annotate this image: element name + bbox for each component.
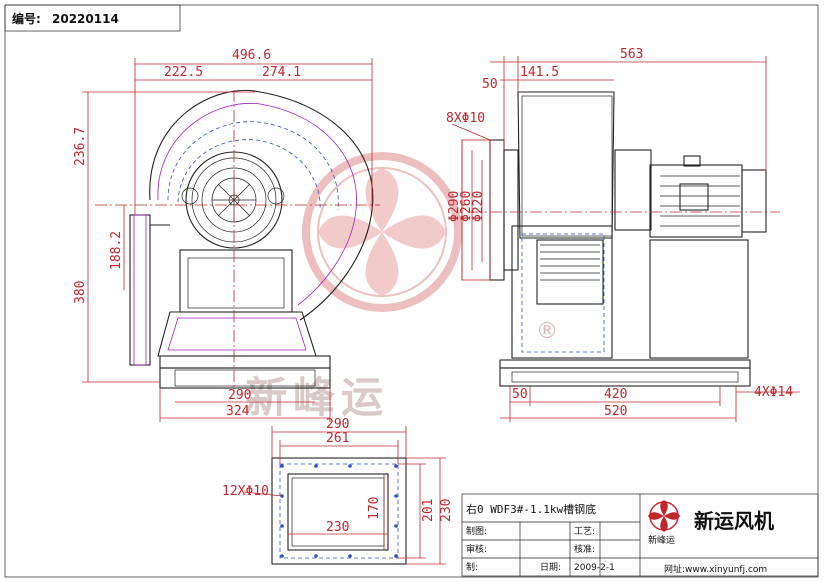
label-process: 工艺: bbox=[574, 526, 595, 537]
dim-front-height-upper: 236.7 bbox=[73, 127, 88, 166]
date-value: 2009-2-1 bbox=[574, 563, 615, 573]
watermark-text: 新峰运 bbox=[245, 373, 389, 422]
company-name: 新运风机 bbox=[694, 509, 774, 533]
outlet-dimensions: 290 261 12XΦ10 230 170 201 230 bbox=[222, 417, 454, 565]
dim-dia-inner: Φ220 bbox=[471, 191, 486, 222]
dim-outlet-inner-w: 230 bbox=[326, 520, 349, 535]
dim-dia-bolt: Φ260 bbox=[459, 191, 474, 222]
front-dimensions: 496.6 222.5 274.1 236.7 188.2 380 290 32… bbox=[73, 48, 373, 422]
code-value: 20220114 bbox=[52, 12, 119, 26]
dim-front-total-height: 380 bbox=[73, 281, 88, 304]
dim-base-holes: 4XΦ14 bbox=[754, 385, 793, 400]
registered-mark: ® bbox=[536, 319, 558, 344]
logo-caption: 新峰运 bbox=[648, 534, 675, 546]
outlet-flange-view bbox=[271, 457, 407, 565]
dim-outlet-outer-h: 230 bbox=[439, 499, 454, 522]
dim-side-total: 563 bbox=[620, 47, 643, 62]
dim-outlet-bolt-h: 201 bbox=[421, 499, 436, 522]
company-logo-icon bbox=[648, 500, 680, 532]
code-box bbox=[4, 4, 181, 32]
dim-outlet-height: 188.2 bbox=[109, 231, 124, 270]
dim-side-shell: 141.5 bbox=[520, 65, 559, 80]
dim-side-base-left: 50 bbox=[512, 387, 528, 402]
front-view bbox=[95, 89, 380, 390]
title-model: 右0 WDF3#-1.1kw槽钢底 bbox=[466, 502, 596, 516]
side-dimensions: 563 50 141.5 8XΦ10 Φ290 Φ260 Φ220 50 420… bbox=[446, 47, 800, 422]
dim-outlet-holes: 12XΦ10 bbox=[222, 484, 269, 499]
label-drawn: 制图: bbox=[466, 525, 487, 537]
label-draw: 制: bbox=[466, 561, 478, 573]
dim-side-base-mid: 420 bbox=[604, 387, 627, 402]
dim-base-inner: 290 bbox=[228, 388, 251, 403]
label-date: 日期: bbox=[540, 562, 561, 573]
dim-side-base-total: 520 bbox=[604, 404, 627, 419]
label-checked: 审核: bbox=[466, 543, 487, 555]
sheet-border bbox=[4, 4, 819, 578]
dim-front-right-width: 274.1 bbox=[262, 65, 301, 80]
title-block: 右0 WDF3#-1.1kw槽钢底 制图: 审核: 制: 工艺: 核准: 日期:… bbox=[461, 493, 819, 577]
website: 网址:www.xinyunfj.com bbox=[664, 563, 767, 575]
dim-base-outer: 324 bbox=[226, 404, 250, 419]
dim-outlet-bolt-w: 261 bbox=[326, 431, 349, 446]
dim-outlet-outer-w: 290 bbox=[326, 417, 349, 432]
dim-dia-outer: Φ290 bbox=[447, 191, 462, 222]
dim-inlet-holes: 8XΦ10 bbox=[446, 111, 485, 126]
dim-outlet-inner-h: 170 bbox=[367, 497, 382, 520]
dim-front-left-width: 222.5 bbox=[164, 65, 203, 80]
code-label: 编号: bbox=[11, 11, 41, 26]
side-view bbox=[461, 91, 780, 387]
label-approve: 核准: bbox=[574, 543, 595, 555]
dim-front-total-width: 496.6 bbox=[232, 48, 271, 63]
watermark-logo bbox=[302, 152, 462, 312]
dim-side-flange: 50 bbox=[482, 77, 498, 92]
